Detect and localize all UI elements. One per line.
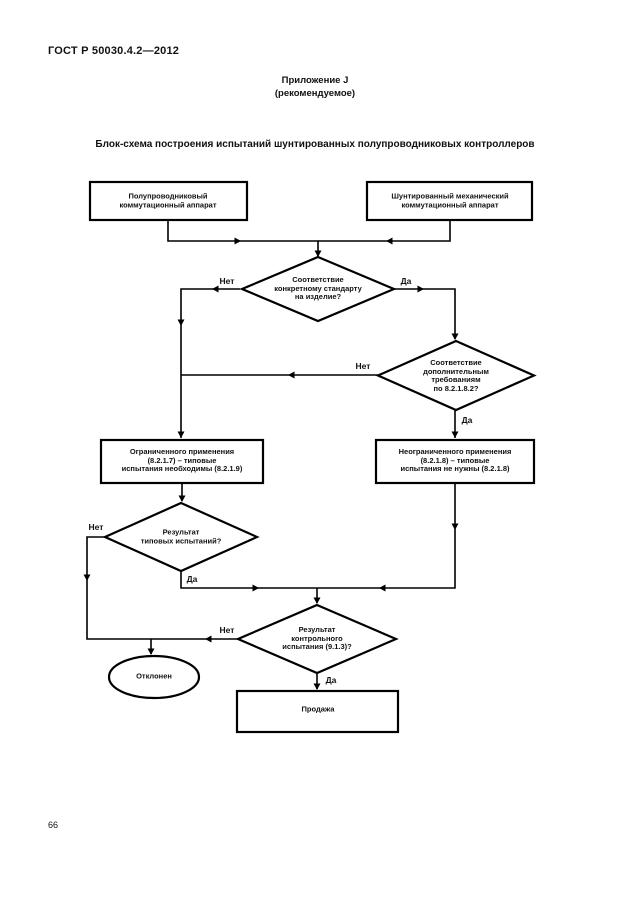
box-semiconductor-device — [88, 180, 249, 222]
page-number: 66 — [48, 820, 59, 830]
arrowheads — [83, 237, 459, 690]
decision-additional-requirements-shape — [375, 339, 537, 412]
decision-product-standard: Соответствие конкретному стандарту на из… — [274, 275, 362, 302]
branch-yes-product-standard: Да — [400, 276, 412, 286]
box-limited-use — [99, 438, 265, 485]
annex-type: (рекомендуемое) — [274, 88, 356, 99]
terminator-rejected-shape — [107, 654, 201, 700]
node-semiconductor-device: Полупроводниковый коммутационный аппарат — [119, 191, 217, 209]
annex-heading: Приложение J (рекомендуемое) — [0, 74, 630, 100]
standard-number: ГОСТ Р 50030.4.2—2012 — [48, 45, 180, 57]
annex-label: Приложение J — [281, 75, 349, 86]
decision-product-standard-shape — [239, 255, 397, 323]
branch-no-control-test: Нет — [219, 625, 235, 635]
decision-type-tests-shape — [102, 501, 260, 573]
box-unlimited-use — [374, 438, 536, 485]
connector-lines — [86, 220, 456, 689]
branch-no-product-standard: Нет — [219, 276, 235, 286]
box-bypassed-mechanical-device — [365, 180, 534, 222]
decision-control-test-shape — [235, 603, 399, 675]
branch-yes-type-tests: Да — [186, 574, 198, 584]
branch-yes-additional-requirements: Да — [461, 415, 473, 425]
node-shapes — [88, 180, 537, 734]
node-sale: Продажа — [301, 704, 335, 714]
decision-type-tests: Результат типовых испытаний? — [140, 527, 222, 545]
node-limited-use: Ограниченного применения (8.2.1.7) – тип… — [121, 447, 243, 474]
box-sale — [235, 689, 400, 734]
branch-no-additional-requirements: Нет — [355, 361, 371, 371]
figure-title: Блок-схема построения испытаний шунтиров… — [95, 139, 535, 150]
decision-control-test: Результат контрольного испытания (9.1.3)… — [282, 625, 352, 652]
terminator-rejected: Отклонен — [136, 671, 172, 681]
node-unlimited-use: Неограниченного применения (8.2.1.8) – т… — [398, 447, 512, 474]
decision-additional-requirements: Соответствие дополнительным требованиям … — [423, 357, 489, 393]
branch-yes-control-test: Да — [325, 675, 337, 685]
node-bypassed-mechanical-device: Шунтированный механический коммутационны… — [391, 191, 509, 209]
branch-no-type-tests: Нет — [88, 522, 104, 532]
